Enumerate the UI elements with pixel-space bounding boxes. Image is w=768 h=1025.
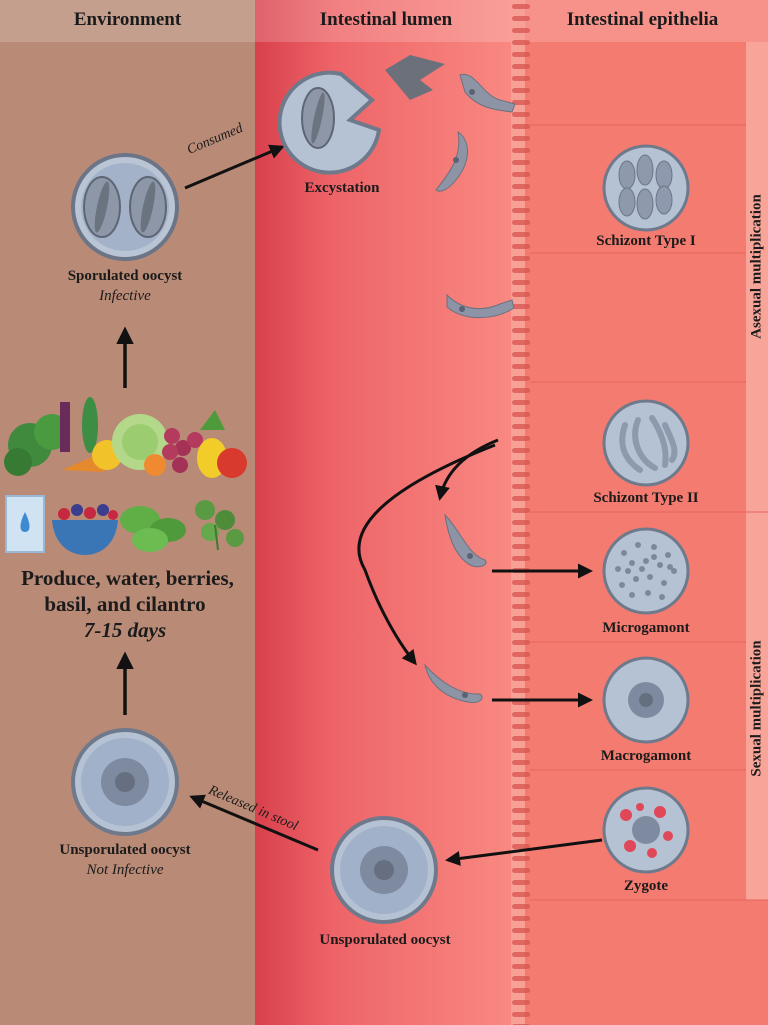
microgamont-cell (602, 527, 690, 615)
label-infective: Infective (99, 288, 151, 304)
label-schizont-2: Schizont Type II (593, 490, 699, 506)
arrow-released (189, 794, 319, 852)
unsporulated-oocyst-env-cell (71, 728, 179, 836)
arrow-curve-long (357, 443, 496, 666)
schizont-type-2-cell (602, 399, 690, 487)
arrow-consumed (184, 144, 285, 190)
label-macrogamont: Macrogamont (600, 748, 692, 764)
unsporulated-oocyst-lumen-cell (330, 816, 438, 924)
label-schizont-1: Schizont Type I (596, 233, 696, 249)
label-not-infective: Not Infective (86, 862, 164, 878)
label-unsporulated-lumen: Unsporulated oocyst (319, 932, 451, 948)
basil-icon (120, 506, 186, 552)
sporulated-oocyst-cell (71, 153, 179, 261)
label-unsporulated-env: Unsporulated oocyst (59, 842, 191, 858)
cilantro-icon (195, 500, 244, 551)
header-epithelia: Intestinal epithelia (566, 9, 719, 30)
header-environment: Environment (73, 9, 182, 30)
parasites (424, 73, 516, 703)
macrogamont-cell (602, 656, 690, 744)
water-glass-icon (5, 495, 45, 553)
schizont-type-1-cell (602, 144, 690, 232)
label-produce-line1: Produce, water, berries, (21, 566, 234, 590)
header-lumen: Intestinal lumen (319, 9, 453, 30)
excystation-cell (277, 55, 445, 175)
arrow-zygote-to-oocyst (445, 838, 603, 866)
label-sporulated-oocyst: Sporulated oocyst (67, 268, 183, 284)
arrow-curve-short (435, 438, 499, 501)
zygote-cell (602, 786, 690, 874)
label-sexual-multiplication: Sexual multiplication (748, 640, 765, 777)
label-asexual-multiplication: Asexual multiplication (748, 194, 765, 339)
label-produce-line2: basil, and cilantro (44, 592, 206, 616)
label-excystation: Excystation (304, 180, 380, 196)
label-days: 7-15 days (83, 618, 167, 642)
produce-illustration (4, 397, 247, 478)
label-microgamont: Microgamont (602, 620, 690, 636)
label-zygote: Zygote (623, 878, 669, 894)
berry-bowl-icon (52, 504, 118, 555)
